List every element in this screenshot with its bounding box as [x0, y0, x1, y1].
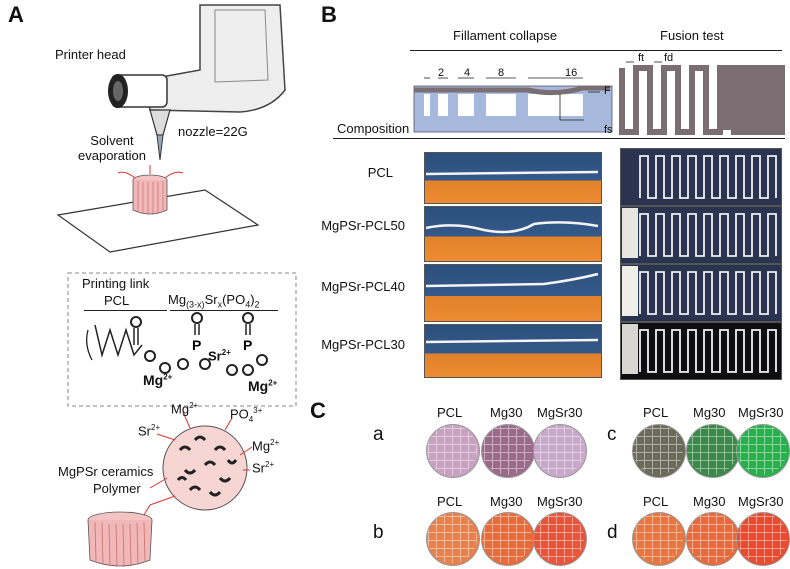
formula-sub4: 2	[254, 299, 260, 310]
ball-sr-right: Sr2+	[252, 460, 275, 476]
subpanel-d-letter: d	[607, 522, 618, 543]
nozzle-label: nozzle=22G	[178, 124, 248, 139]
mg-formula: Mg(3-x)Srx(PO4)2	[168, 292, 260, 310]
ion-mg-right: Mg2+	[248, 378, 278, 394]
svg-text:P: P	[192, 337, 201, 353]
dish-grid-texture	[427, 425, 787, 563]
subpanel-a-letter: a	[373, 424, 384, 445]
ion-sr: Sr2+	[208, 348, 231, 364]
row-label-pcl40: MgPSr-PCL40	[321, 279, 405, 294]
fusion-photo-pcl40	[620, 264, 782, 322]
ft-label: ft	[638, 52, 645, 64]
collapse-photo-pcl50	[424, 206, 602, 262]
collapse-photo-pcl	[424, 152, 602, 204]
c-col-pcl: PCL	[643, 405, 669, 420]
fs-label: fs	[604, 124, 613, 136]
header-collapse: Fillament collapse	[453, 28, 558, 43]
panel-b-label: B	[321, 2, 337, 27]
printer-illustration: P P	[56, 4, 297, 568]
panel-a-label: A	[8, 2, 24, 27]
composition-rule	[333, 138, 785, 139]
b-col-pcl: PCL	[437, 494, 463, 509]
formula-sub2: x	[217, 299, 223, 310]
printing-link-label: Printing link	[82, 276, 150, 291]
pcl-underline	[84, 310, 167, 311]
collapse-photo-pcl30	[424, 324, 602, 378]
ceramics-line2: Polymer	[93, 481, 141, 496]
gap-16: 16	[565, 67, 578, 79]
a-col-pcl: PCL	[437, 405, 463, 420]
solvent-line2: evaporation	[78, 148, 146, 163]
row-label-pcl: PCL	[367, 165, 393, 180]
a-col-mg30: Mg30	[490, 405, 523, 420]
c-col-mgsr30: MgSr30	[738, 405, 784, 420]
subpanel-c-letter: c	[607, 424, 617, 445]
collapse-photo-pcl40	[424, 264, 602, 322]
formula-sr: Sr	[204, 292, 218, 307]
d-col-mg30: Mg30	[693, 494, 726, 509]
header-fusion: Fusion test	[660, 28, 724, 43]
ceramics-line1: MgPSr ceramics	[58, 464, 154, 479]
solvent-label: Solvent evaporation	[78, 133, 146, 163]
formula-sub1: (3-x)	[186, 299, 205, 310]
force-label: F	[604, 85, 611, 97]
row-label-pcl50: MgPSr-PCL50	[321, 218, 405, 233]
mg-underline	[170, 310, 278, 311]
ceramics-label: MgPSr ceramics Polymer	[58, 463, 153, 497]
panel-c-label: C	[310, 398, 326, 423]
formula-mg: Mg	[168, 292, 187, 307]
formula-po4: (PO	[222, 292, 246, 307]
pcl-label: PCL	[104, 293, 130, 308]
printer-head-label: Printer head	[55, 47, 126, 62]
b-col-mgsr30: MgSr30	[537, 494, 583, 509]
gap-4: 4	[464, 67, 471, 79]
subpanel-b-letter: b	[373, 522, 384, 543]
gap-8: 8	[498, 67, 505, 79]
svg-text:P: P	[243, 337, 252, 353]
fd-label: fd	[664, 52, 674, 64]
fusion-photo-pcl30	[620, 322, 782, 380]
gap-2: 2	[438, 67, 445, 79]
d-col-mgsr30: MgSr30	[738, 494, 784, 509]
formula-end: )	[250, 292, 255, 307]
solvent-line1: Solvent	[90, 133, 134, 148]
a-col-mgsr30: MgSr30	[537, 405, 583, 420]
d-col-pcl: PCL	[643, 494, 669, 509]
ball-mg-top: Mg2+	[171, 401, 199, 417]
collapse-filaments	[425, 170, 599, 344]
ball-sr-left: Sr2+	[138, 423, 161, 439]
fusion-photo-pcl50	[620, 206, 782, 264]
fusion-photo-pcl	[620, 148, 782, 206]
fusion-serpentines	[622, 155, 777, 374]
ball-mg-right: Mg2+	[252, 438, 280, 454]
formula-sub3: 4	[245, 299, 251, 310]
b-col-mg30: Mg30	[490, 494, 523, 509]
composition-label: Composition	[337, 121, 410, 136]
row-label-pcl30: MgPSr-PCL30	[321, 337, 405, 352]
test-schematic	[413, 61, 785, 135]
header-rule	[410, 50, 782, 51]
ball-po4: PO43+	[230, 406, 263, 424]
ion-mg-left: Mg2+	[143, 372, 173, 388]
c-col-mg30: Mg30	[693, 405, 726, 420]
